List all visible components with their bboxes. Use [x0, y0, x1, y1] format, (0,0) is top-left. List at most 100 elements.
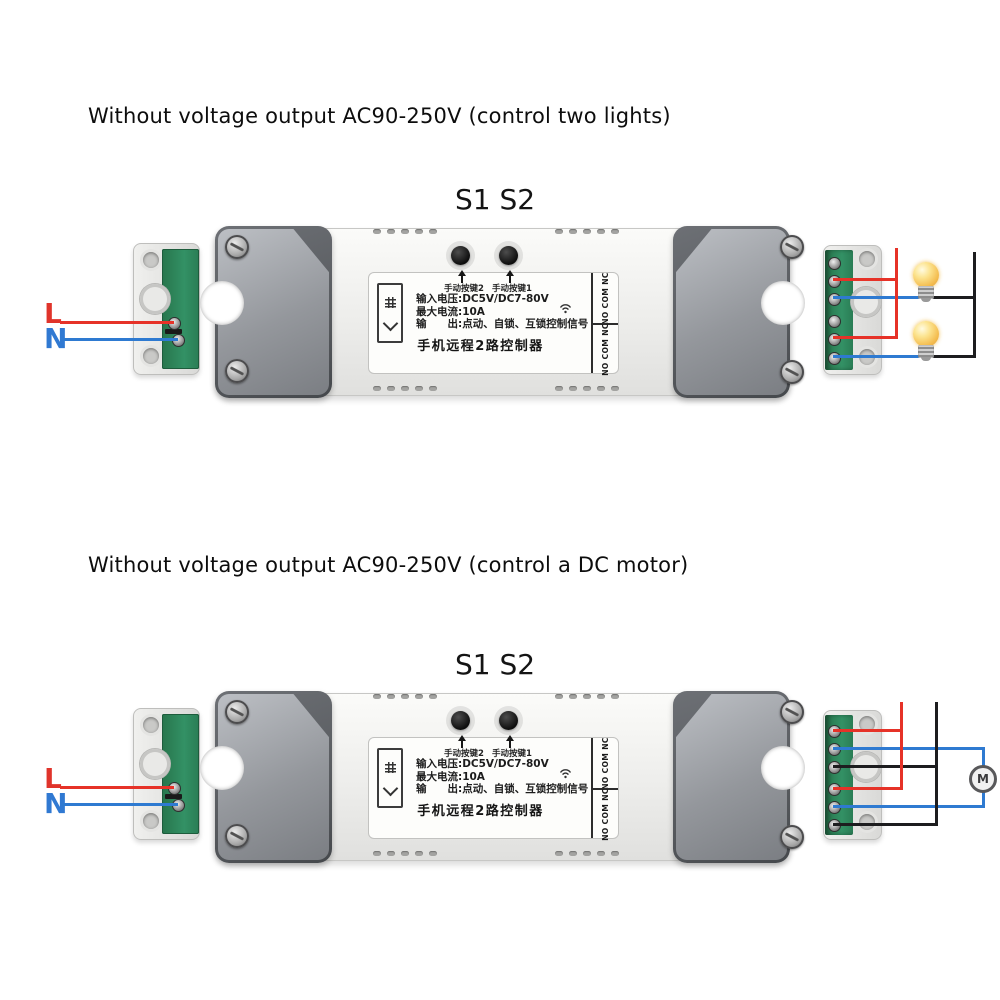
manual-button-2[interactable]: [451, 246, 470, 265]
vent-slot: [555, 851, 563, 856]
cable-clamp-notch: [140, 284, 170, 314]
bulb-tip: [921, 298, 931, 302]
light-bulb-1: [913, 262, 939, 302]
vent-slot: [583, 386, 591, 391]
mounting-hole: [859, 251, 875, 267]
power-input-terminal-block: [133, 243, 200, 375]
cable-notch: [200, 281, 244, 325]
relay1-terminals: NO COM NC: [601, 271, 611, 325]
mounting-hole: [859, 814, 875, 830]
vent-slot: [373, 229, 381, 234]
vent-slot: [415, 851, 423, 856]
case-screw: [225, 700, 249, 724]
cable-clamp-notch: [140, 749, 170, 779]
vent-slot: [429, 694, 437, 699]
vent-group: [373, 851, 437, 856]
up-arrow-icon: [506, 270, 514, 283]
vent-slot: [401, 386, 409, 391]
manual-button-2-label: 手动按键2: [444, 284, 484, 294]
bulb-base: [918, 286, 934, 299]
vent-slot: [583, 229, 591, 234]
vent-slot: [401, 851, 409, 856]
return-bus-wire: [973, 252, 976, 358]
end-cap: [673, 691, 804, 863]
brand-logo-icon: [377, 283, 403, 343]
relay1-com-wire: [833, 278, 898, 281]
live-bus-wire: [900, 702, 903, 790]
return-bus-wire: [935, 702, 938, 826]
vent-slot: [373, 386, 381, 391]
terminal-pcb: [162, 249, 199, 369]
terminal-slot: [165, 794, 182, 799]
manual-button-1[interactable]: [499, 246, 518, 265]
motor-label: M: [977, 772, 989, 786]
vent-slot: [597, 694, 605, 699]
live-wire: [60, 321, 174, 324]
relay1-nc-wire: [833, 765, 938, 768]
relay1-load-wire: [833, 296, 922, 299]
relay1-com-wire: [833, 729, 903, 732]
case-screw: [225, 824, 249, 848]
relay-terminal-legend: NO COM NC NO COM NC: [591, 271, 618, 375]
section-title: Without voltage output AC90-250V (contro…: [88, 104, 671, 128]
vent-slot: [611, 851, 619, 856]
product-label: 手动按键2 手动按键1 输入电压:DC5V/DC7-80V 最大电流:10A 输…: [368, 735, 619, 840]
bulb-glass: [913, 321, 939, 347]
live-bus-wire: [895, 248, 898, 339]
relay2-load-wire: [833, 355, 922, 358]
terminal-screw: [827, 351, 841, 365]
vent-slot: [401, 694, 409, 699]
vent-slot: [583, 694, 591, 699]
spec-input-voltage: 输入电压:DC5V/DC7-80V: [416, 293, 549, 305]
terminal-slot: [165, 329, 182, 334]
manual-button-1[interactable]: [499, 711, 518, 730]
switch-inputs-label: S1 S2: [454, 648, 536, 681]
up-arrow-icon: [458, 270, 466, 283]
cable-notch: [200, 746, 244, 790]
section-title: Without voltage output AC90-250V (contro…: [88, 553, 689, 577]
vent-slot: [373, 694, 381, 699]
neutral-wire: [62, 803, 178, 806]
spec-max-current: 最大电流:10A: [416, 770, 485, 783]
vent-slot: [387, 851, 395, 856]
vent-slot: [611, 694, 619, 699]
vent-slot: [611, 229, 619, 234]
dc-motor: M: [969, 765, 997, 793]
cable-clamp-notch: [851, 287, 881, 317]
terminal-screw: [827, 292, 841, 306]
up-arrow-icon: [506, 735, 514, 748]
mounting-hole: [143, 348, 159, 364]
logo-glyph: [384, 297, 396, 308]
relay2-com-wire: [833, 787, 903, 790]
manual-button-2[interactable]: [451, 711, 470, 730]
live-wire: [60, 786, 174, 789]
case-screw: [225, 235, 249, 259]
neutral-label: N: [44, 322, 68, 355]
product-name: 手机远程2路控制器: [417, 339, 544, 354]
vent-slot: [555, 386, 563, 391]
vent-group: [373, 694, 437, 699]
manual-button-1-label: 手动按键1: [492, 749, 532, 759]
spec-max-current: 最大电流:10A: [416, 305, 485, 318]
terminal-screw: [827, 274, 841, 288]
vent-slot: [387, 694, 395, 699]
relay2-terminals: NO COM NC: [593, 788, 618, 840]
relay-output-terminal-block: [823, 710, 882, 840]
power-input-terminal-block: [133, 708, 200, 840]
mounting-hole: [143, 252, 159, 268]
logo-glyph: [384, 762, 396, 773]
vent-slot: [569, 229, 577, 234]
vent-slot: [387, 386, 395, 391]
vent-slot: [597, 386, 605, 391]
mounting-hole: [859, 716, 875, 732]
vent-slot: [555, 229, 563, 234]
mounting-hole: [143, 717, 159, 733]
logo-glyph: [382, 315, 398, 332]
spec-output: 输 出:点动、自锁、互锁控制信号: [416, 318, 589, 330]
product-label: 手动按键2 手动按键1 输入电压:DC5V/DC7-80V 最大电流:10A 输…: [368, 270, 619, 375]
vent-slot: [429, 229, 437, 234]
manual-button-2-label: 手动按键2: [444, 749, 484, 759]
wifi-icon: [559, 304, 572, 314]
vent-group: [555, 386, 619, 391]
lamp2-return-wire: [929, 355, 976, 358]
